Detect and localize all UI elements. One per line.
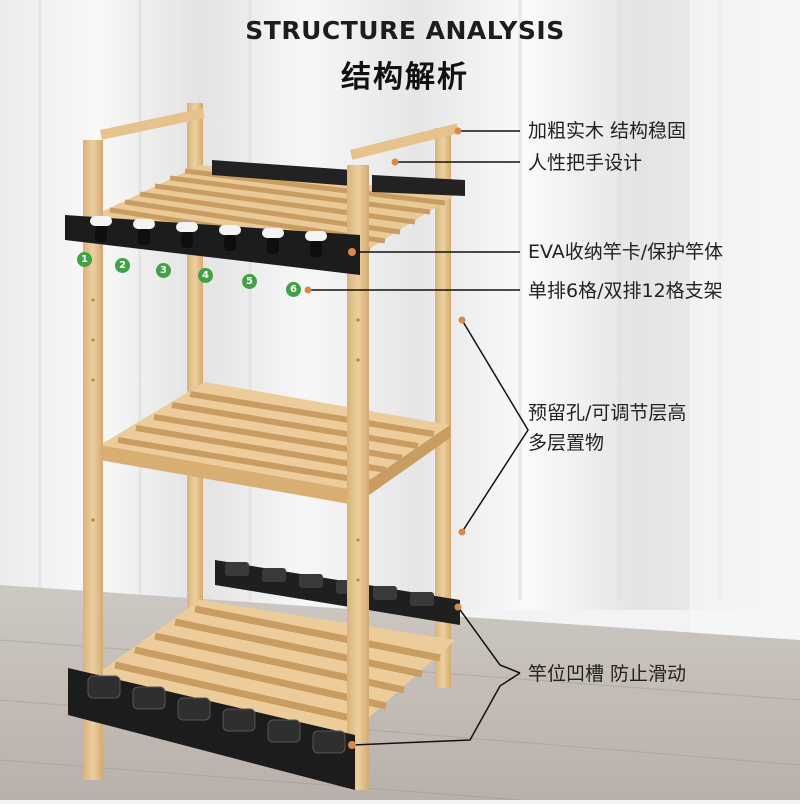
slot-number-badge: 4 bbox=[198, 268, 213, 283]
callout-adjustable-height: 预留孔/可调节层高 bbox=[528, 402, 687, 424]
callout-slot-count: 单排6格/双排12格支架 bbox=[528, 280, 723, 302]
back-top-holder bbox=[212, 160, 465, 196]
adjust-holes bbox=[91, 298, 360, 582]
leader-lines bbox=[308, 130, 529, 746]
title-chinese: 结构解析 bbox=[341, 60, 469, 95]
callout-eva-holder: EVA收纳竿卡/保护竿体 bbox=[528, 241, 724, 263]
title-english: STRUCTURE ANALYSIS bbox=[245, 16, 565, 45]
slot-number-badge: 1 bbox=[77, 252, 92, 267]
slot-number-badge: 2 bbox=[115, 258, 130, 273]
callout-multi-layer: 多层置物 bbox=[528, 432, 605, 454]
front-right-post bbox=[347, 165, 369, 790]
back-right-post bbox=[435, 128, 451, 688]
callout-solid-wood: 加粗实木 结构稳固 bbox=[528, 120, 687, 142]
window-light bbox=[690, 0, 800, 640]
slot-number-badge: 6 bbox=[286, 282, 301, 297]
front-top-holder bbox=[65, 215, 360, 275]
leader-dots bbox=[304, 127, 466, 749]
front-bottom-holder bbox=[68, 668, 355, 790]
front-left-post bbox=[83, 140, 103, 780]
slot-number-badge: 3 bbox=[156, 263, 171, 278]
callout-groove: 竿位凹槽 防止滑动 bbox=[528, 663, 687, 685]
slot-number-badge: 5 bbox=[242, 274, 257, 289]
left-handle-rail bbox=[99, 108, 205, 140]
curtain-background bbox=[0, 0, 800, 610]
right-handle-rail bbox=[350, 123, 460, 160]
callout-handle: 人性把手设计 bbox=[528, 152, 643, 174]
